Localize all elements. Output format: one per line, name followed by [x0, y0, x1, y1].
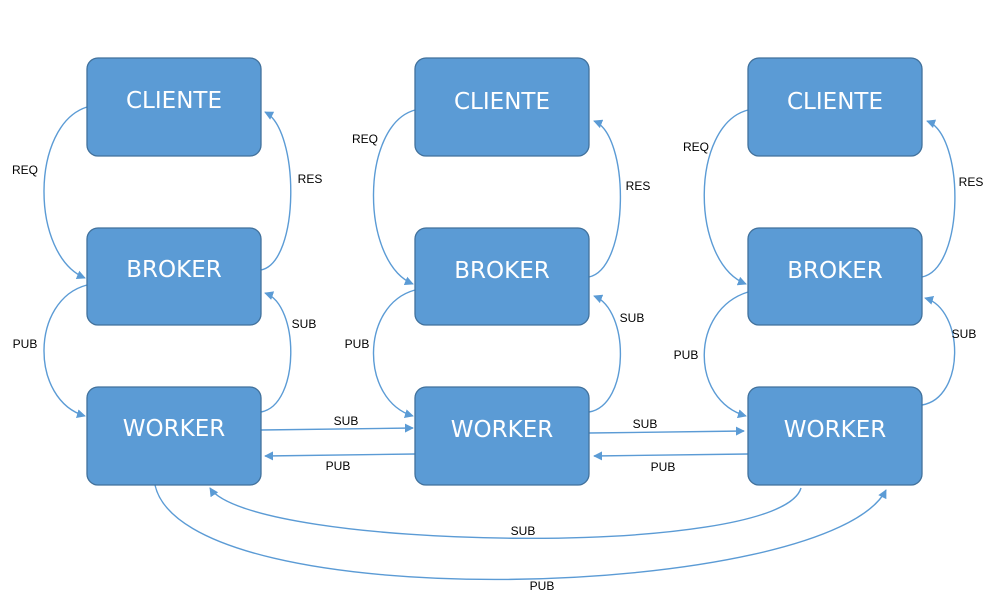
req-3-arrow — [703, 109, 749, 286]
pub-w3-w2-label: PUB — [651, 460, 676, 474]
sub-3-label: SUB — [952, 327, 977, 341]
sub-w2-w3-arrow — [588, 426, 745, 436]
worker-3-label: WORKER — [784, 417, 886, 443]
cliente-1-node[interactable]: CLIENTE — [86, 57, 262, 157]
req-3-label: REQ — [683, 140, 709, 154]
res-1-label: RES — [298, 172, 323, 186]
broker-3-label: BROKER — [787, 258, 882, 284]
broker-2-node[interactable]: BROKER — [414, 227, 590, 326]
sub-1-arrow — [260, 291, 292, 413]
pub-2-label: PUB — [345, 337, 370, 351]
edges-layer — [43, 106, 956, 581]
broker-1-label: BROKER — [126, 257, 221, 283]
edge-labels-layer: REQ RES PUB SUB REQ RES PUB SUB REQ RES … — [12, 132, 983, 593]
sub-1-label: SUB — [292, 317, 317, 331]
pub-3-label: PUB — [674, 348, 699, 362]
broker-3-node[interactable]: BROKER — [747, 227, 923, 326]
req-2-label: REQ — [352, 132, 378, 146]
sub-2-arrow — [588, 294, 622, 413]
sub-3-arrow — [921, 296, 956, 406]
worker-3-node[interactable]: WORKER — [747, 386, 923, 486]
sub-w2-w3-label: SUB — [633, 417, 658, 431]
req-1-arrow — [43, 106, 88, 280]
req-1-label: REQ — [12, 163, 38, 177]
pub-1-label: PUB — [13, 337, 38, 351]
res-2-label: RES — [626, 179, 651, 193]
sub-w1-w2-label: SUB — [334, 414, 359, 428]
pub-w2-w1-label: PUB — [326, 459, 351, 473]
cliente-3-node[interactable]: CLIENTE — [747, 57, 923, 157]
res-2-arrow — [588, 119, 622, 278]
pub-w2-w1-arrow — [264, 451, 416, 461]
pub-2-arrow — [372, 289, 416, 418]
cliente-2-label: CLIENTE — [454, 89, 550, 115]
req-2-arrow — [372, 109, 416, 286]
cliente-3-label: CLIENTE — [787, 89, 883, 115]
worker-2-node[interactable]: WORKER — [414, 386, 590, 486]
pub-w3-w2-arrow — [593, 451, 749, 461]
broker-2-label: BROKER — [454, 258, 549, 284]
pub-w1-w3-arrow — [154, 484, 887, 581]
res-3-label: RES — [959, 175, 984, 189]
sub-w3-w1-label: SUB — [511, 524, 536, 538]
pub-1-arrow — [43, 284, 88, 419]
sub-w1-w2-arrow — [260, 423, 414, 433]
worker-1-node[interactable]: WORKER — [86, 386, 262, 486]
pub-3-arrow — [703, 291, 749, 419]
worker-2-label: WORKER — [451, 417, 553, 443]
sub-2-label: SUB — [620, 311, 645, 325]
broker-1-node[interactable]: BROKER — [86, 227, 262, 326]
nodes-layer: CLIENTE BROKER WORKER CLIENTE BROKER WOR… — [86, 57, 923, 486]
res-3-arrow — [921, 119, 956, 278]
pub-w1-w3-label: PUB — [530, 579, 555, 593]
sub-w3-w1-arrow — [209, 487, 802, 540]
cliente-2-node[interactable]: CLIENTE — [414, 57, 590, 157]
cliente-1-label: CLIENTE — [126, 88, 222, 114]
res-1-arrow — [260, 111, 292, 271]
worker-1-label: WORKER — [123, 416, 225, 442]
